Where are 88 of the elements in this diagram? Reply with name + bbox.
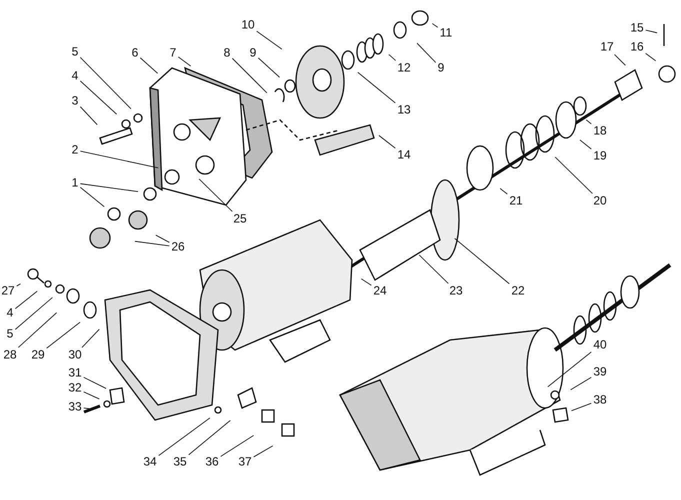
leader-line [80,80,117,115]
callout-number: 15 [629,22,645,34]
leader-line [357,72,396,104]
leader-line [140,57,158,74]
leader-line [454,238,510,284]
leader-line [83,392,100,400]
leader-line [432,23,438,28]
leader-line [80,186,105,208]
leader-line [80,57,132,110]
callout-number: 10 [240,18,256,32]
callout-number: 31 [67,366,83,380]
leader-line [158,418,210,456]
callout-number: 40 [592,338,608,352]
leader-line [388,54,396,61]
leader-line [554,156,593,194]
leader-line [80,106,98,126]
leader-line [198,178,233,212]
callout-number: 6 [130,46,140,60]
callout-number: 29 [30,348,46,362]
callout-number: 2 [70,144,80,156]
callout-number: 21 [508,194,524,208]
callout-number: 36 [204,456,220,468]
leader-line [14,297,53,330]
callout-number: 5 [70,46,80,58]
callout-number: 3 [70,94,80,108]
callout-number: 5 [6,328,14,340]
leader-line [645,53,656,62]
leader-line [134,240,170,246]
leader-line [188,420,231,456]
leader-line [258,58,280,78]
leader-line [83,408,90,410]
leader-line [500,188,508,194]
callout-number: 37 [237,456,253,468]
callout-number: 39 [592,366,608,378]
leader-line [18,312,57,348]
leader-line [80,150,159,168]
leader-line [178,56,192,66]
leader-line [83,376,106,389]
callout-number: 27 [0,284,16,298]
leader-line [16,284,21,286]
leader-line [360,278,372,286]
leader-line [256,30,282,50]
callout-number: 18 [592,124,608,138]
callout-number: 12 [396,62,412,74]
callout-number: 4 [6,306,14,320]
callout-number: 16 [629,40,645,54]
callout-number: 35 [172,456,188,468]
callout-number: 1 [70,176,80,190]
leader-line [571,402,592,412]
callout-number: 26 [170,240,186,254]
leader-line [570,376,592,390]
leader-line [14,290,38,310]
callout-number: 14 [396,148,412,162]
leader-line [586,119,592,124]
callout-number: 9 [436,62,446,74]
leader-line [378,135,396,149]
leader-line [155,234,170,243]
callout-number: 20 [592,194,608,208]
callout-number: 23 [448,284,464,298]
callout-number: 7 [168,46,178,60]
callout-number: 32 [67,382,83,394]
leader-line [80,183,138,192]
leader-line [82,328,100,348]
leader-line [232,58,268,94]
callout-number: 13 [396,104,412,116]
leader-line [253,445,274,458]
leader-line [220,435,254,457]
callout-number: 22 [510,284,526,298]
callout-number: 19 [592,150,608,162]
leader-line [418,254,449,284]
callout-number: 4 [70,70,80,82]
callout-number: 38 [592,394,608,406]
leader-line [580,140,592,150]
leader-line [416,42,436,63]
callout-number: 34 [142,456,158,468]
callout-number: 30 [67,348,83,362]
callout-number: 28 [2,348,18,362]
callout-number: 9 [248,46,258,60]
callout-number: 11 [438,26,454,40]
callout-number: 33 [67,400,83,414]
callout-number: 24 [372,284,388,298]
leader-line [614,54,626,66]
callout-number: 17 [599,40,615,54]
leader-line [645,30,658,34]
leader-line [547,352,592,388]
callout-number: 8 [222,46,232,60]
leader-line [46,322,80,349]
callout-number: 25 [232,212,248,226]
